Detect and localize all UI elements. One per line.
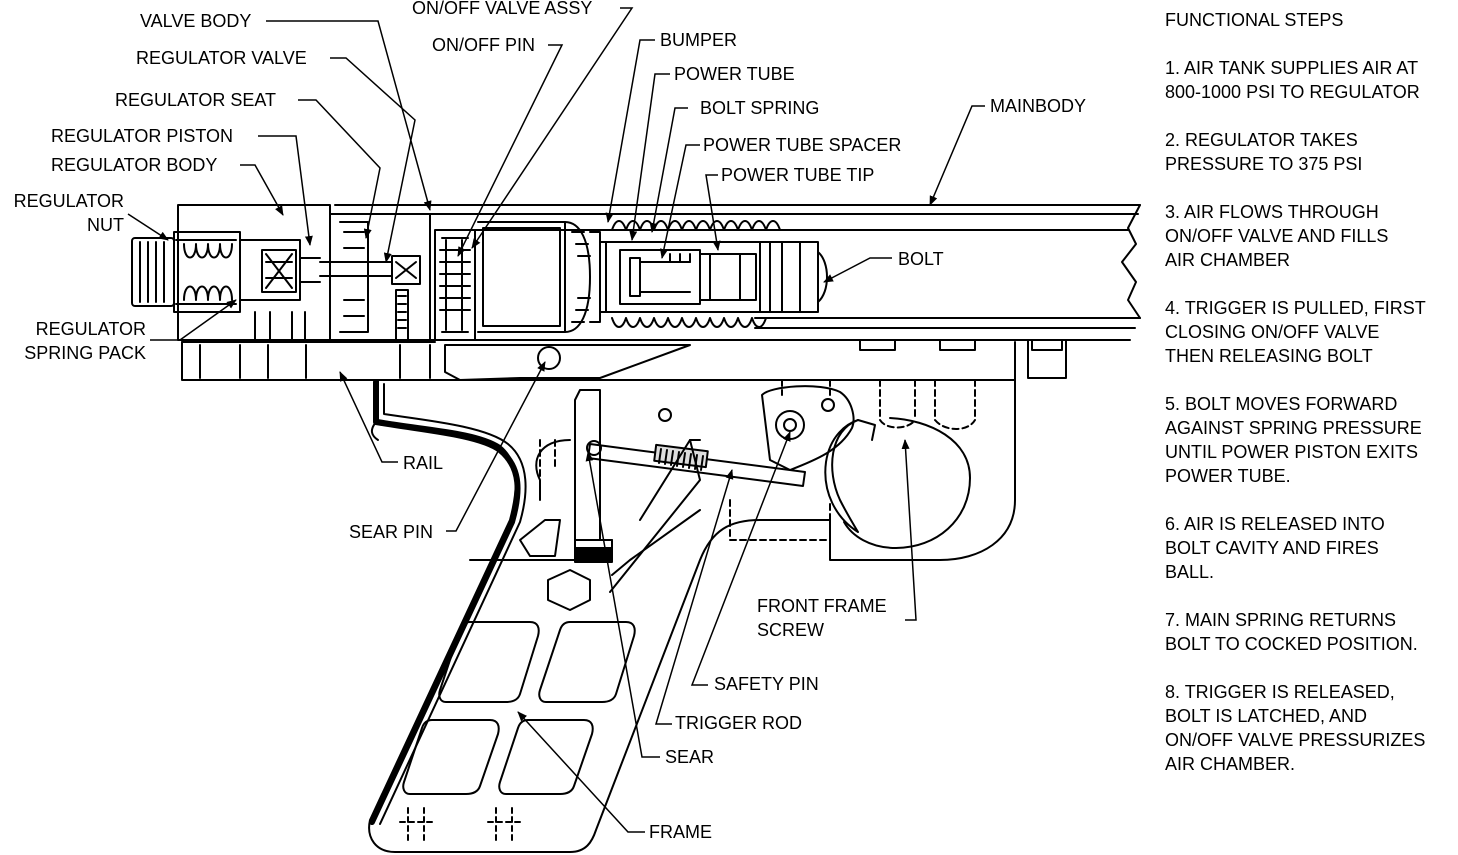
leader-frame: [517, 711, 645, 833]
label-valve-body: VALVE BODY: [140, 11, 252, 31]
label-bolt: BOLT: [898, 249, 944, 269]
leader-rail: [339, 371, 398, 463]
label-regulator-spring-pack-line2: SPRING PACK: [24, 343, 146, 363]
label-frame: FRAME: [649, 822, 712, 842]
label-sear: SEAR: [665, 747, 715, 767]
grip-backstrap: [369, 379, 527, 825]
label-mainbody: MAINBODY: [990, 96, 1087, 116]
bolt-spring: [611, 220, 781, 328]
leader-power-tube-tip: [705, 174, 721, 251]
label-on-off-pin: ON/OFF PIN: [432, 35, 535, 55]
sear-pin: [537, 346, 561, 370]
functional-step: 4. TRIGGER IS PULLED, FIRST CLOSING ON/O…: [1165, 298, 1426, 366]
label-regulator-piston: REGULATOR PISTON: [51, 126, 234, 146]
regulator-nut: [131, 231, 241, 313]
leader-front-frame-screw: [901, 439, 917, 621]
leader-regulator-body: [240, 164, 284, 216]
label-regulator-nut-line2: NUT: [87, 215, 124, 235]
label-regulator-body: REGULATOR BODY: [51, 155, 218, 175]
label-regulator-spring-pack-line1: REGULATOR: [35, 319, 146, 339]
functional-step: 7. MAIN SPRING RETURNS BOLT TO COCKED PO…: [1165, 610, 1418, 654]
power-tube: [599, 241, 761, 313]
mainbody-outline: [334, 204, 1141, 341]
leader-regulator-nut: [127, 213, 169, 241]
leader-bolt-spring: [649, 107, 688, 233]
leader-mainbody: [929, 105, 985, 206]
label-bolt-spring: BOLT SPRING: [700, 98, 820, 118]
functional-step: 5. BOLT MOVES FORWARD AGAINST SPRING PRE…: [1165, 394, 1422, 486]
leader-regulator-piston: [258, 135, 313, 246]
label-on-off-valve-assy: ON/OFF VALVE ASSY: [412, 0, 593, 18]
leader-regulator-valve: [330, 57, 416, 263]
label-power-tube-spacer: POWER TUBE SPACER: [703, 135, 902, 155]
leader-power-tube: [629, 73, 670, 241]
leader-valve-body: [266, 20, 432, 211]
leader-sear: [585, 451, 660, 758]
label-front-frame-screw-line2: SCREW: [757, 620, 824, 640]
frame-dashed-lines: [539, 379, 831, 541]
label-power-tube: POWER TUBE: [674, 64, 795, 84]
regulator-spring-pack: [175, 239, 237, 305]
leader-sear-pin: [446, 361, 546, 532]
label-sear-pin: SEAR PIN: [349, 522, 434, 542]
leader-bolt: [823, 257, 892, 283]
air-chamber: [477, 221, 601, 333]
label-front-frame-screw-line1: FRONT FRAME: [757, 596, 887, 616]
label-regulator-valve: REGULATOR VALVE: [136, 48, 307, 68]
label-regulator-nut-line1: REGULATOR: [13, 191, 124, 211]
leader-on-off-valve-assy: [471, 7, 634, 249]
functional-step: 3. AIR FLOWS THROUGH ON/OFF VALVE AND FI…: [1165, 202, 1389, 270]
leader-safety-pin: [690, 431, 791, 686]
leader-power-tube-spacer: [659, 144, 700, 259]
leader-trigger-rod: [654, 469, 734, 725]
frame-cutouts: [399, 439, 701, 843]
front-frame-screw: [824, 379, 976, 549]
label-safety-pin: SAFETY PIN: [714, 674, 819, 694]
label-bumper: BUMPER: [660, 30, 738, 50]
functional-step: 1. AIR TANK SUPPLIES AIR AT 800-1000 PSI…: [1165, 58, 1420, 102]
functional-step: 8. TRIGGER IS RELEASED, BOLT IS LATCHED,…: [1165, 682, 1426, 774]
label-rail: RAIL: [403, 453, 444, 473]
on-off-valve-assy: [434, 229, 476, 341]
sear: [444, 344, 691, 563]
functional-steps-panel: FUNCTIONAL STEPS 1. AIR TANK SUPPLIES AI…: [1165, 8, 1455, 800]
bolt: [759, 241, 828, 313]
leader-on-off-pin: [457, 44, 564, 257]
label-trigger-rod: TRIGGER ROD: [675, 713, 803, 733]
leader-regulator-spring-pack: [150, 299, 237, 341]
leader-regulator-seat: [298, 99, 381, 239]
functional-step: 6. AIR IS RELEASED INTO BOLT CAVITY AND …: [1165, 514, 1385, 582]
label-regulator-seat: REGULATOR SEAT: [115, 90, 277, 110]
functional-step: 2. REGULATOR TAKES PRESSURE TO 375 PSI: [1165, 130, 1363, 174]
valve-body: [319, 213, 431, 341]
rail-outline: [181, 339, 1067, 381]
label-power-tube-tip: POWER TUBE TIP: [721, 165, 875, 185]
functional-steps-title: FUNCTIONAL STEPS: [1165, 10, 1344, 30]
leader-bumper: [605, 39, 655, 223]
